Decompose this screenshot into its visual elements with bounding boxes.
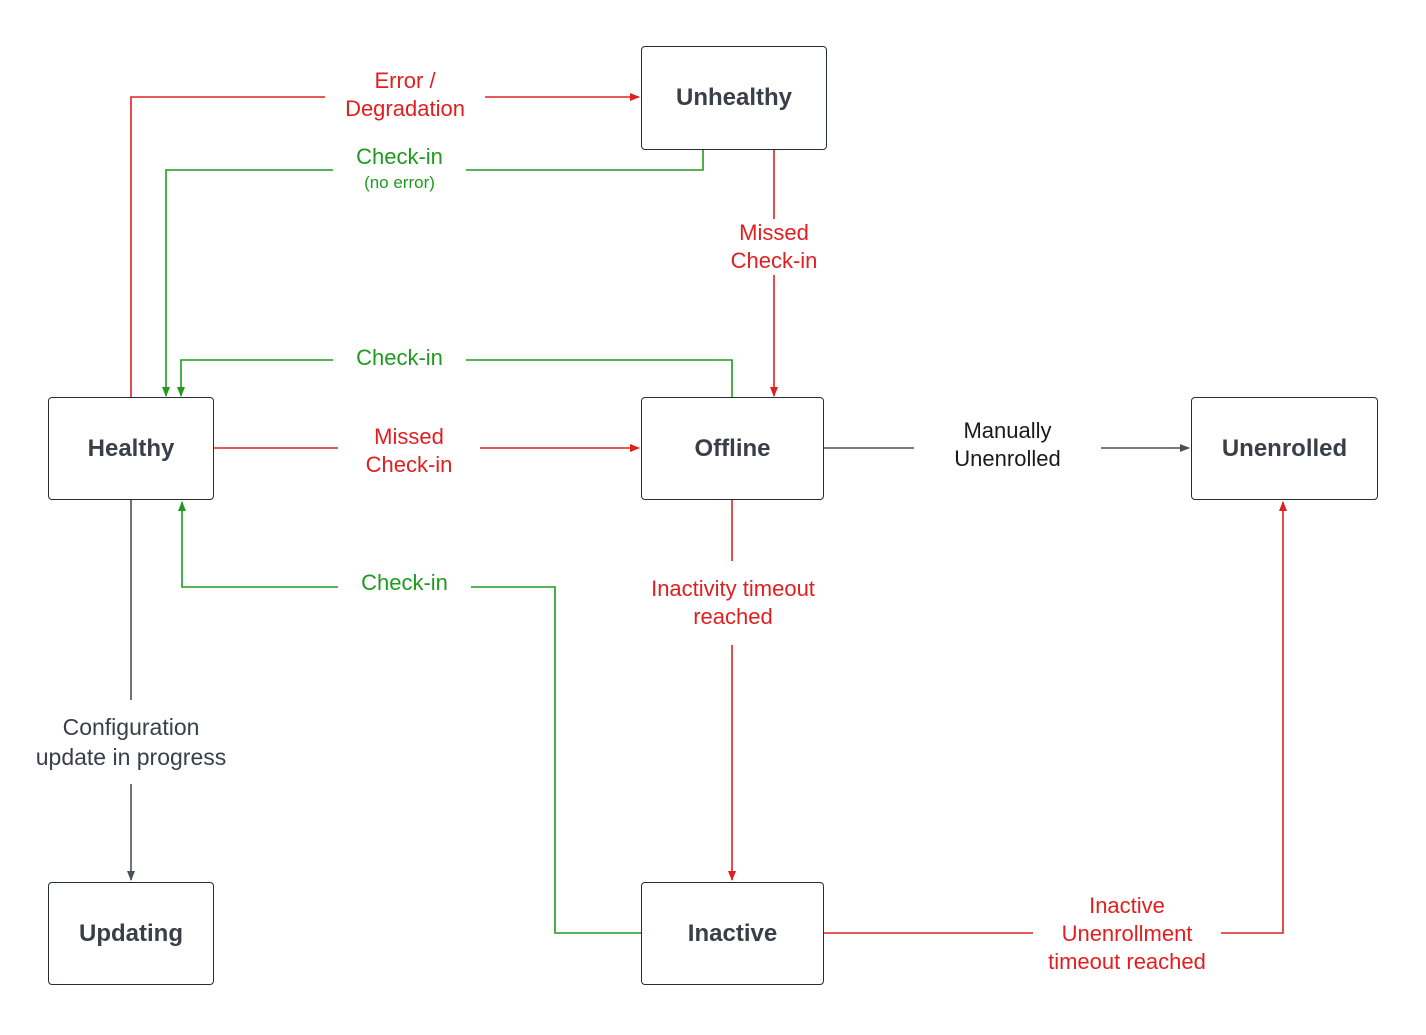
label-offline-checkin: Check-in <box>333 344 466 372</box>
label-subline: (no error) <box>364 173 435 192</box>
label-line: Check-in <box>361 570 448 595</box>
label-line: update in progress <box>35 744 227 770</box>
label-healthy-missed-checkin: Missed Check-in <box>338 423 480 479</box>
label-line: Manually <box>963 418 1052 443</box>
state-healthy: Healthy <box>48 397 214 500</box>
edge-inactive-to-healthy <box>178 501 642 934</box>
edge-inactive-to-unenrolled <box>824 501 1287 934</box>
label-line: Inactive <box>1089 893 1165 918</box>
label-configuration-update: Configuration update in progress <box>22 700 240 784</box>
label-inactivity-timeout: Inactivity timeout reached <box>628 561 838 645</box>
label-error-degradation: Error / Degradation <box>325 67 485 123</box>
label-manually-unenrolled: Manually Unenrolled <box>914 417 1101 473</box>
label-line: Check-in <box>730 248 818 273</box>
label-inactive-unenrollment-timeout: Inactive Unenrollment timeout reached <box>1033 892 1221 976</box>
label-line: timeout reached <box>1048 949 1206 974</box>
label-line: Configuration <box>62 714 200 740</box>
label-line: Missed <box>739 220 809 245</box>
label-inactive-checkin: Check-in <box>338 569 471 597</box>
label-line: Unenrollment <box>1061 921 1193 946</box>
label-line: Unenrolled <box>954 446 1061 471</box>
state-inactive: Inactive <box>641 882 824 985</box>
label-checkin-no-error: Check-in (no error) <box>333 143 466 195</box>
label-line: Check-in <box>365 452 453 477</box>
label-line: Missed <box>374 424 444 449</box>
label-unhealthy-missed-checkin: Missed Check-in <box>722 219 826 275</box>
label-line: Check-in <box>356 345 443 370</box>
label-line: reached <box>693 604 773 629</box>
label-line: Degradation <box>345 96 465 121</box>
label-line: Error / <box>374 68 436 93</box>
state-unenrolled: Unenrolled <box>1191 397 1378 500</box>
state-offline: Offline <box>641 397 824 500</box>
label-line: Inactivity timeout <box>651 576 815 601</box>
label-line: Check-in <box>356 144 443 169</box>
state-unhealthy: Unhealthy <box>641 46 827 150</box>
state-updating: Updating <box>48 882 214 985</box>
